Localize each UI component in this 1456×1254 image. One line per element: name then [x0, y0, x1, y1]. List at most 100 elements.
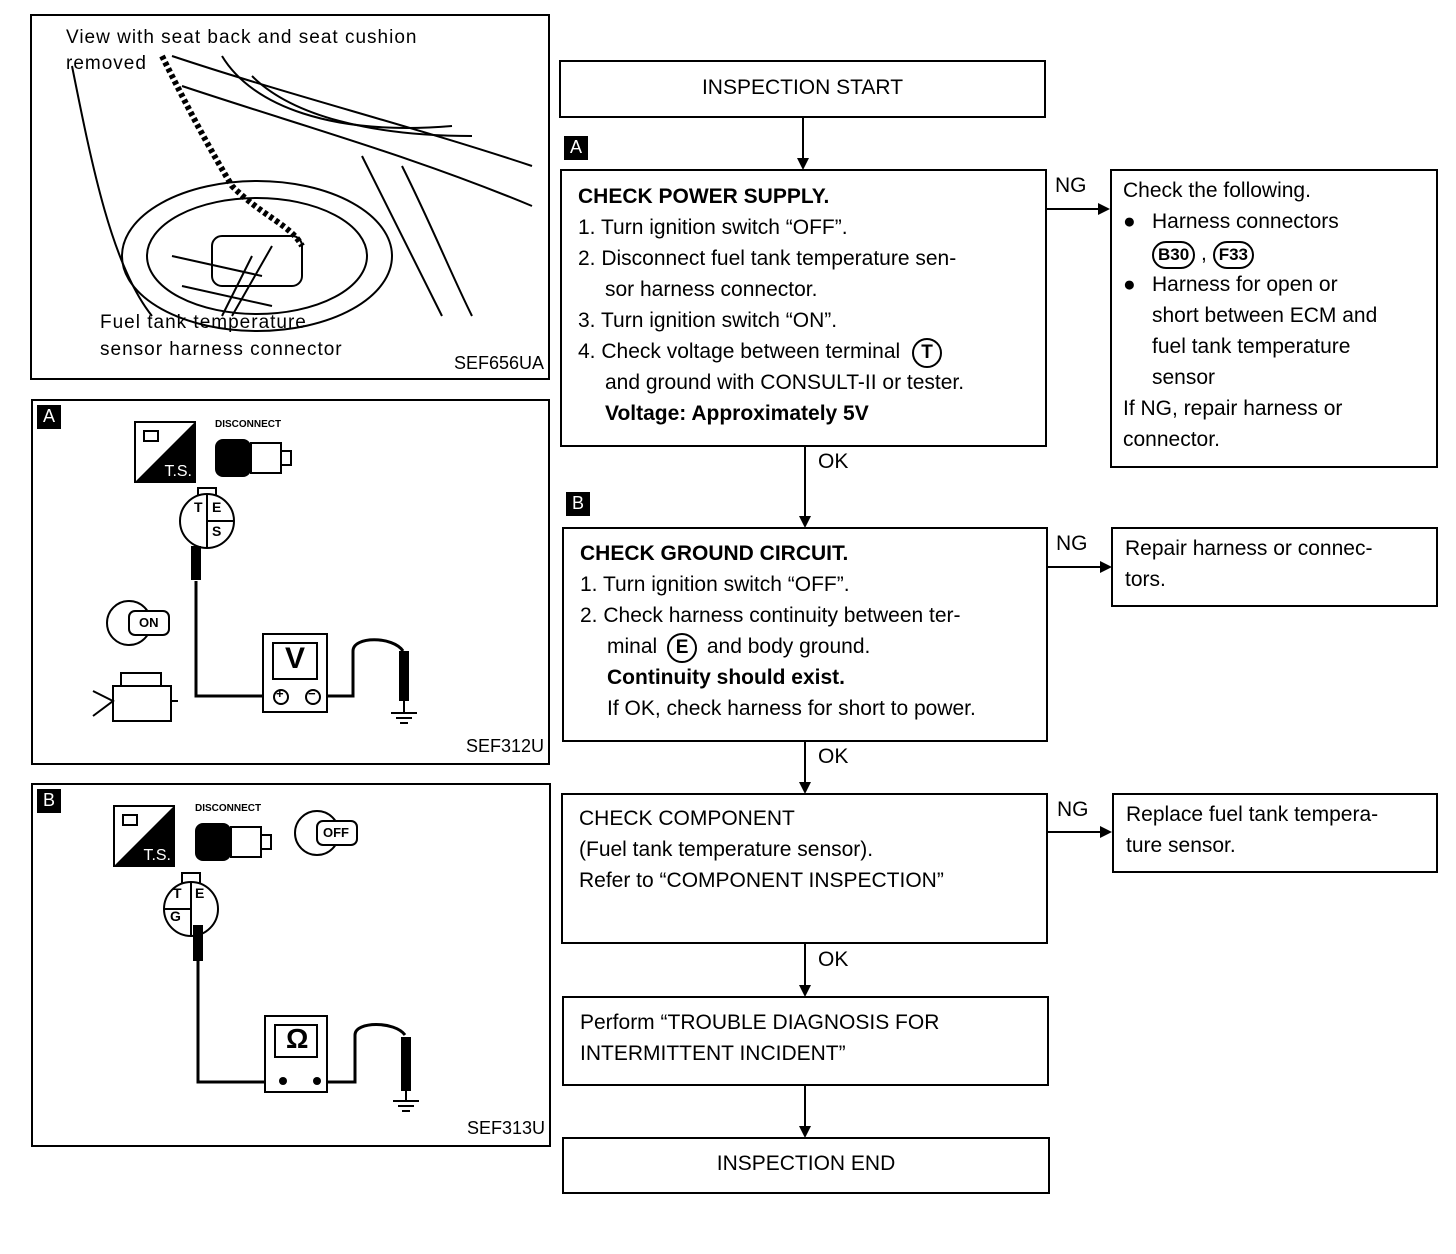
trouble-diagnosis-box: Perform “TROUBLE DIAGNOSIS FOR INTERMITT…: [562, 996, 1049, 1086]
voltmeter-label: V: [285, 642, 306, 675]
photo-label-line1: Fuel tank temperature: [100, 312, 307, 333]
ohmmeter-label: Ω: [286, 1023, 309, 1054]
ng1-check-following-box: Check the following. ● Harness connector…: [1110, 169, 1438, 468]
flow-tag-a: A: [564, 136, 588, 160]
panel-a-tag: A: [37, 405, 61, 429]
step3-line1: CHECK COMPONENT: [579, 807, 795, 830]
ts-icon: T.S.: [113, 805, 175, 867]
pin-e: E: [212, 499, 222, 515]
ok2-label: OK: [818, 745, 849, 768]
inspection-end-label: INSPECTION END: [716, 1152, 896, 1175]
step2-title: CHECK GROUND CIRCUIT.: [580, 542, 849, 565]
ng1-line4: Harness for open or: [1152, 273, 1338, 296]
panel-b-continuity-test: B T.S. DISCONNECT T: [31, 783, 551, 1147]
ignition-key-off-icon: [294, 810, 358, 856]
pin-t: T: [173, 885, 182, 901]
disconnect-icon: [195, 823, 272, 861]
disconnect-icon: [215, 439, 292, 477]
step1-line5: 4. Check voltage between terminal T: [578, 336, 943, 368]
step2-line4: Continuity should exist.: [607, 666, 846, 689]
step3-line3: Refer to “COMPONENT INSPECTION”: [579, 869, 944, 892]
ng1-line2: Harness connectors: [1152, 210, 1339, 233]
disconnect-label: DISCONNECT: [215, 419, 282, 430]
step2-line3: minal E and body ground.: [607, 631, 870, 663]
ng3-line2: ture sensor.: [1126, 834, 1236, 857]
ng1-bullet1: ●: [1123, 210, 1136, 233]
ng3-line1: Replace fuel tank tempera-: [1126, 803, 1379, 826]
ng1-connectors: B30 , F33: [1152, 238, 1255, 269]
ng2-line2: tors.: [1125, 568, 1166, 591]
key-off-label: OFF: [323, 825, 349, 840]
engine-icon: [92, 672, 178, 722]
pin-t: T: [194, 499, 203, 515]
inspection-start-label: INSPECTION START: [701, 76, 904, 99]
panel-b-tag: B: [37, 789, 61, 813]
inspection-start-box: INSPECTION START: [559, 60, 1046, 118]
ts-icon: T.S.: [134, 421, 196, 483]
ng2-line1: Repair harness or connec-: [1125, 537, 1373, 560]
ok1-label: OK: [818, 450, 849, 473]
check-component-box: CHECK COMPONENT (Fuel tank temperature s…: [561, 793, 1048, 944]
ng1-line6: fuel tank temperature: [1152, 335, 1351, 358]
pin-s: S: [212, 523, 222, 539]
photo-caption-line2: removed: [66, 53, 147, 74]
ignition-key-icon: [106, 600, 170, 646]
terminal-t-symbol: T: [912, 338, 943, 368]
connector-b30-badge: B30: [1152, 241, 1196, 269]
flow-tag-b: B: [566, 492, 590, 516]
figure-code-sef656ua: SEF656UA: [453, 353, 544, 373]
step2-line2: 2. Check harness continuity between ter-: [580, 604, 961, 627]
ng1-line9: connector.: [1123, 428, 1220, 451]
connector-symbol: [163, 872, 219, 937]
connector-symbol: [179, 487, 235, 549]
ng1-line7: sensor: [1152, 366, 1216, 389]
check-power-supply-box: CHECK POWER SUPPLY. 1. Turn ignition swi…: [560, 169, 1047, 447]
figure-code-sef312u: SEF312U: [465, 736, 544, 756]
step1-line5-text: 4. Check voltage between terminal: [578, 340, 901, 363]
voltage-circuit: [92, 439, 417, 724]
ng1-line1: Check the following.: [1123, 179, 1311, 202]
pin-g: G: [170, 908, 181, 924]
step4-line2: INTERMITTENT INCIDENT”: [580, 1042, 846, 1065]
step1-line2: 2. Disconnect fuel tank temperature sen-: [578, 247, 957, 270]
pin-e: E: [195, 885, 205, 901]
photo-caption-line1: View with seat back and seat cushion: [66, 27, 418, 48]
step1-title: CHECK POWER SUPPLY.: [578, 185, 830, 208]
ng3-label: NG: [1057, 798, 1089, 821]
meter-plus: +: [276, 686, 284, 701]
step2-line3a: minal: [607, 635, 658, 658]
meter-minus: −: [308, 686, 316, 701]
ng1-line5: short between ECM and: [1152, 304, 1378, 327]
ng1-bullet2: ●: [1123, 273, 1136, 296]
ng2-repair-box: Repair harness or connec- tors.: [1111, 527, 1438, 607]
connector-f33-badge: F33: [1212, 241, 1255, 269]
panel-a-voltage-test: A T.S. DISCONNECT: [31, 399, 550, 765]
ok3-label: OK: [818, 948, 849, 971]
step2-line3b: and body ground.: [706, 635, 871, 658]
key-on-label: ON: [139, 615, 159, 630]
check-ground-circuit-box: CHECK GROUND CIRCUIT. 1. Turn ignition s…: [562, 527, 1048, 742]
step2-line5: If OK, check harness for short to power.: [607, 697, 976, 720]
step1-line7: Voltage: Approximately 5V: [605, 402, 869, 425]
ng1-line8: If NG, repair harness or: [1123, 397, 1343, 420]
figure-code-sef313u: SEF313U: [466, 1118, 545, 1138]
step2-line1: 1. Turn ignition switch “OFF”.: [580, 573, 850, 596]
step1-line3: sor harness connector.: [605, 278, 818, 301]
fuel-tank-illustration-panel: View with seat back and seat cushion rem…: [30, 14, 550, 380]
step3-line2: (Fuel tank temperature sensor).: [579, 838, 874, 861]
connector-comma: ,: [1201, 242, 1207, 265]
continuity-circuit: [163, 810, 419, 1112]
step1-line1: 1. Turn ignition switch “OFF”.: [578, 216, 848, 239]
inspection-end-box: INSPECTION END: [562, 1137, 1050, 1194]
ng3-replace-box: Replace fuel tank tempera- ture sensor.: [1112, 793, 1438, 873]
ng1-label: NG: [1055, 174, 1087, 197]
step1-line4: 3. Turn ignition switch “ON”.: [578, 309, 838, 332]
step1-line6: and ground with CONSULT-II or tester.: [605, 371, 965, 394]
terminal-e-symbol: E: [667, 633, 698, 663]
ng2-label: NG: [1056, 532, 1088, 555]
fuel-tank-sketch: [71, 54, 533, 332]
photo-label-line2: sensor harness connector: [100, 339, 343, 360]
step4-line1: Perform “TROUBLE DIAGNOSIS FOR: [580, 1011, 940, 1034]
disconnect-label: DISCONNECT: [195, 803, 262, 814]
